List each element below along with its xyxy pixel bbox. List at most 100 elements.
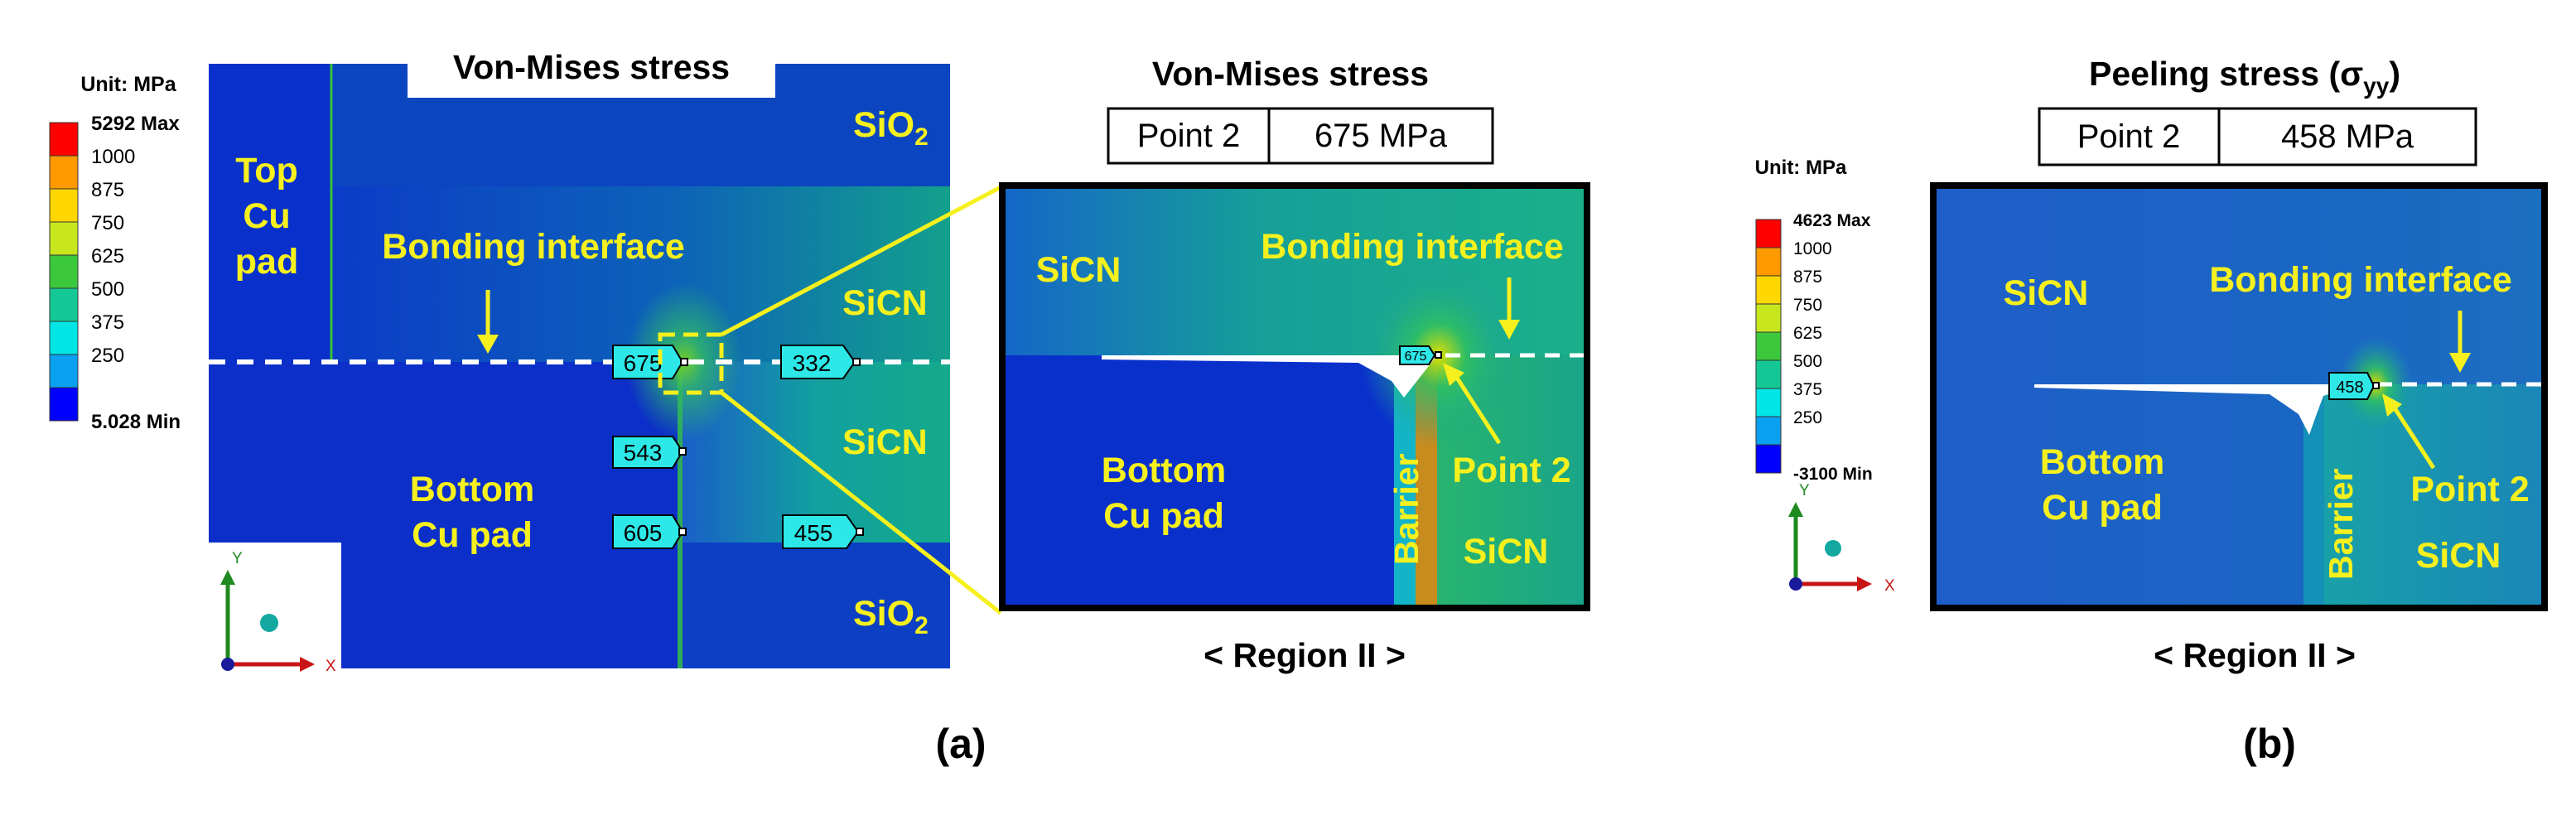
detail-a-bonding-arrowhead xyxy=(1498,320,1520,340)
label-bonding-a: Bonding interface xyxy=(382,227,685,267)
legend-a-swatch xyxy=(49,254,79,289)
svg-text:458: 458 xyxy=(2336,379,2363,397)
legend-b-tick-label: 750 xyxy=(1793,296,1822,315)
corner-blank xyxy=(209,543,341,668)
legend-a-tick-label: 875 xyxy=(91,179,124,201)
zoom-region-box xyxy=(658,332,724,395)
label-sicn-a1: SiCN xyxy=(842,283,928,323)
legend-a-swatch xyxy=(49,321,79,355)
legend-b-swatch xyxy=(1755,416,1782,446)
b-point2-arrowhead xyxy=(2382,393,2402,417)
b-table-value: 458 MPa xyxy=(2281,118,2414,155)
b-sicn-right-label: SiCN xyxy=(2416,536,2501,576)
detail-a-bottom-1: Bottom xyxy=(1102,451,1226,490)
label-bottom-cu-1: Bottom xyxy=(410,470,534,509)
probe-455: 455 xyxy=(782,514,864,549)
legend-b-swatch xyxy=(1755,219,1782,248)
detail-a-bonding: Bonding interface xyxy=(1261,227,1564,267)
legend-b-tick-label: 375 xyxy=(1793,380,1822,399)
legend-a-tick-label: 5292 Max xyxy=(91,113,180,135)
probe-605: 605 xyxy=(612,514,687,549)
legend-b-tick-label: 250 xyxy=(1793,408,1822,427)
legend-b-tick-label: 875 xyxy=(1793,268,1822,287)
detail-a-frame xyxy=(999,182,1590,611)
svg-text:543: 543 xyxy=(624,440,663,465)
svg-text:332: 332 xyxy=(793,350,832,376)
legend-a-swatch xyxy=(49,221,79,256)
legend-b-swatch xyxy=(1755,388,1782,417)
legend-b-labels: 4623 Max 1000 875 750 625 500 375 250 -3100 Min xyxy=(1793,211,1873,484)
legend-b-tick-label: 1000 xyxy=(1793,239,1832,258)
svg-text:675: 675 xyxy=(1405,350,1427,364)
detail-a-table-value: 675 MPa xyxy=(1315,118,1448,154)
axis-x-label-a: X xyxy=(326,658,336,675)
detail-a-sicn-right-label: SiCN xyxy=(1464,532,1549,572)
title-a-box xyxy=(408,41,775,98)
legend-a-swatch xyxy=(49,122,79,157)
b-region: < Region II > xyxy=(2154,636,2356,674)
b-bottom-1: Bottom xyxy=(2040,442,2164,482)
legend-a-swatch xyxy=(49,188,79,223)
caption-b: (b) xyxy=(2243,721,2296,767)
caption-a: (a) xyxy=(935,721,986,767)
legend-b-colorbar xyxy=(1755,219,1782,474)
label-sio2-top: SiO2 xyxy=(853,105,929,151)
detail-a-point2-arrowhead xyxy=(1443,363,1464,386)
axis-x-label-b: X xyxy=(1884,577,1895,595)
axes-triad-b: Y X xyxy=(1788,482,1895,595)
probe-675: 675 xyxy=(612,345,688,379)
probe-332: 332 xyxy=(780,345,861,379)
legend-a-colorbar xyxy=(49,122,79,422)
b-bonding: Bonding interface xyxy=(2209,260,2512,300)
bottom-sio2-region xyxy=(681,543,950,668)
detail-a-table-value-cell xyxy=(1267,107,1494,165)
legend-a-unit: Unit: MPa xyxy=(80,73,176,96)
b-sicn-left: SiCN xyxy=(2004,273,2089,313)
detail-a: Von-Mises stress Point 2 675 MPa 675 SiC… xyxy=(999,55,1590,674)
b-bottom-2: Cu pad xyxy=(2042,488,2163,528)
bonding-arrowhead-a xyxy=(477,335,499,354)
legend-b-tick-label: -3100 Min xyxy=(1793,465,1873,484)
b-point2-arrow xyxy=(2390,403,2436,470)
legend-a-tick-label: 1000 xyxy=(91,146,135,168)
title-b: Peeling stress (σyy) xyxy=(2089,55,2400,99)
svg-text:675: 675 xyxy=(624,350,663,376)
label-top-cu-2: Cu xyxy=(243,196,290,236)
detail-a-title: Von-Mises stress xyxy=(1152,55,1429,93)
label-top-cu-1: Top xyxy=(235,151,298,191)
detail-a-point2-arrow xyxy=(1451,371,1502,445)
b-bonding-arrowhead xyxy=(2449,353,2471,373)
top-cu-pad-region xyxy=(209,64,331,362)
legend-a-swatch xyxy=(49,155,79,190)
legend-b-tick-label: 4623 Max xyxy=(1793,211,1871,230)
label-bottom-cu-2: Cu pad xyxy=(412,515,533,555)
detail-a-barrier-label: Barrier xyxy=(1387,453,1425,565)
detail-a-bottom-2: Cu pad xyxy=(1103,496,1224,536)
legend-a-swatch xyxy=(49,354,79,388)
zoom-connector-top xyxy=(720,185,1002,337)
legend-a-tick-label: 250 xyxy=(91,345,124,367)
label-sicn-a2: SiCN xyxy=(842,422,928,462)
legend-a-tick-label: 5.028 Min xyxy=(91,411,181,433)
label-sio2-bottom: SiO2 xyxy=(853,594,929,639)
legend-b-swatch xyxy=(1755,275,1782,305)
label-top-cu-3: pad xyxy=(235,242,298,282)
detail-a-point2: Point 2 xyxy=(1452,451,1570,490)
detail-a-table-point: Point 2 xyxy=(1137,118,1241,154)
axis-y-label-a: Y xyxy=(232,550,243,567)
b-table-point-cell xyxy=(2038,107,2221,166)
legend-b-swatch xyxy=(1755,331,1782,361)
legend-a: Unit: MPa 5292 Max1000875750625500375250… xyxy=(49,73,181,433)
legend-b-tick-label: 625 xyxy=(1793,324,1822,343)
panel-b: Peeling stress (σyy) Point 2 458 MPa Uni… xyxy=(1755,55,2548,674)
legend-a-tick-label: 625 xyxy=(91,245,124,268)
legend-b-unit: Unit: MPa xyxy=(1755,157,1847,179)
axis-y-label-b: Y xyxy=(1799,482,1810,499)
legend-b-swatch xyxy=(1755,444,1782,474)
svg-text:605: 605 xyxy=(624,520,663,546)
legend-b-tick-label: 500 xyxy=(1793,352,1822,371)
legend-b-swatch xyxy=(1755,359,1782,389)
title-a: Von-Mises stress xyxy=(453,48,730,86)
